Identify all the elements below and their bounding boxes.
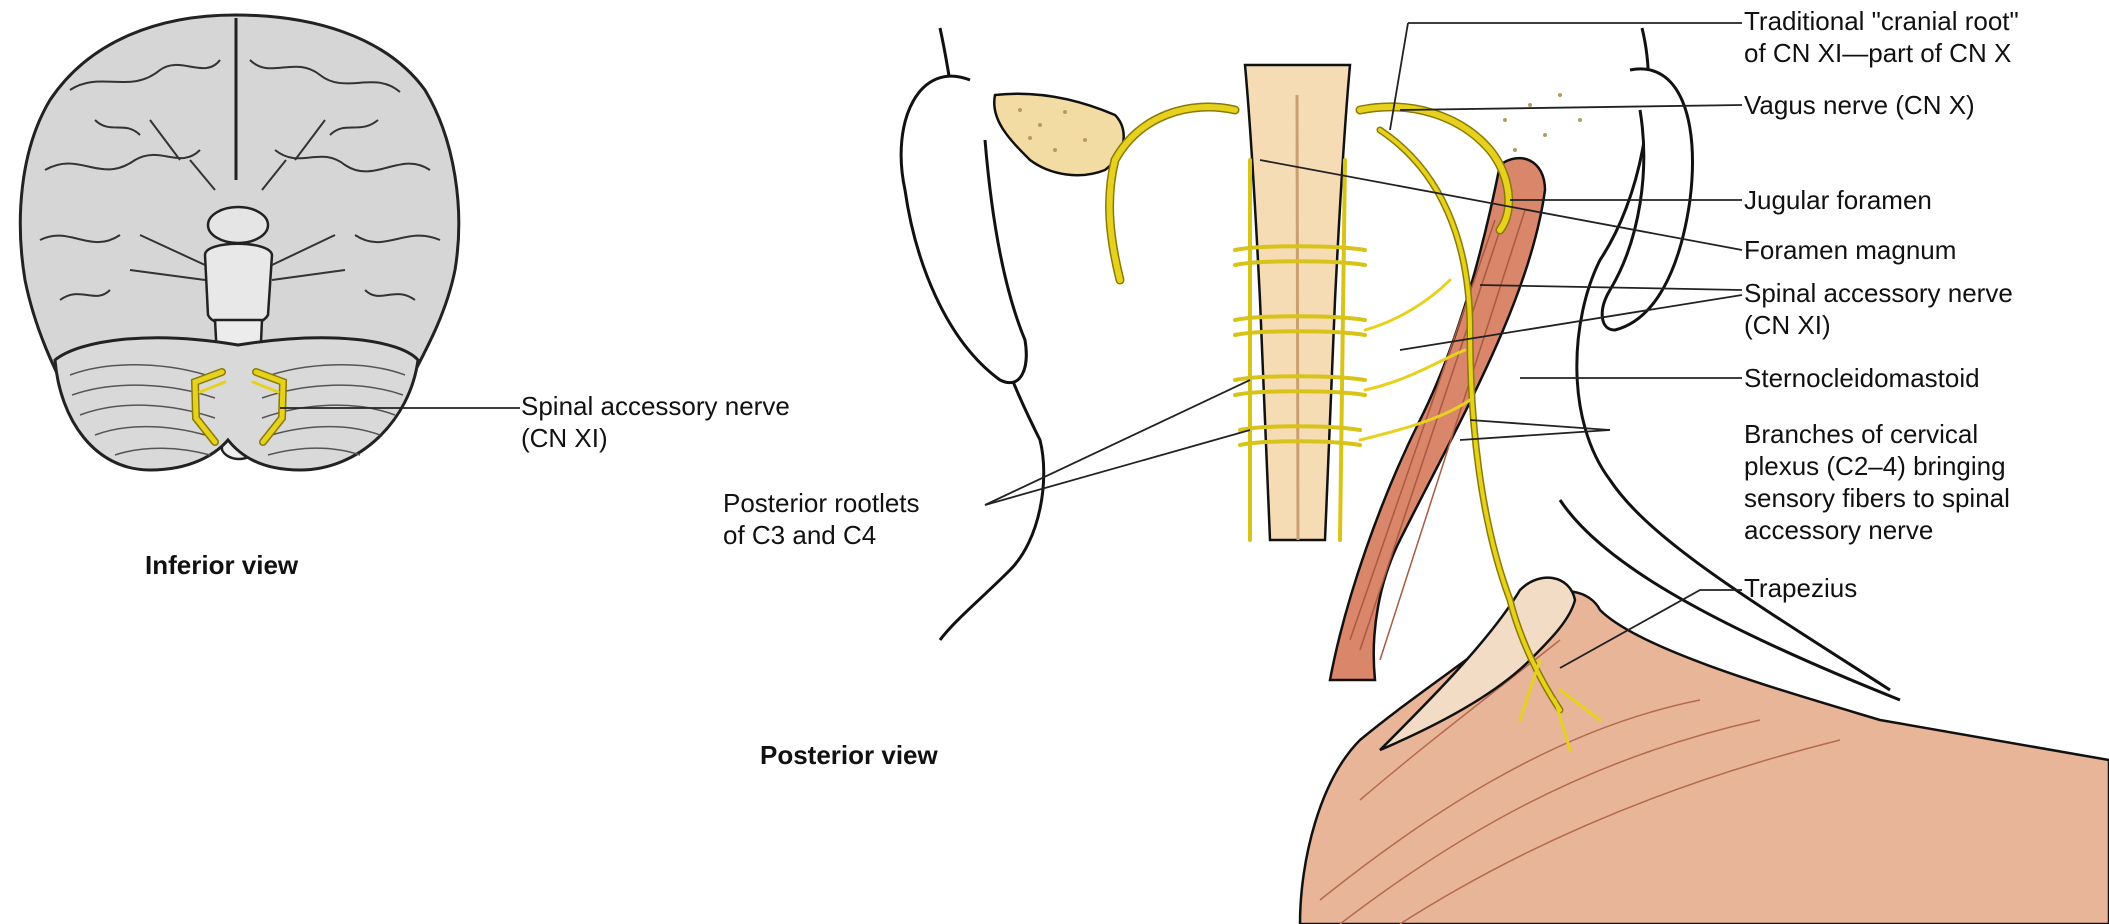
label-line: (CN XI) xyxy=(1744,309,2013,341)
label-line: Foramen magnum xyxy=(1744,234,1956,266)
label-jugular-foramen: Jugular foramen xyxy=(1744,184,1932,216)
label-line: (CN XI) xyxy=(521,422,790,454)
label-traditional-cranial-root: Traditional "cranial root" of CN XI—part… xyxy=(1744,5,2019,69)
brain-inferior-view xyxy=(20,15,458,470)
label-line: of CN XI—part of CN X xyxy=(1744,37,2019,69)
label-line: Trapezius xyxy=(1744,572,1857,604)
label-line: Spinal accessory nerve xyxy=(521,390,790,422)
label-line: Sternocleidomastoid xyxy=(1744,362,1980,394)
label-line: sensory fibers to spinal xyxy=(1744,482,2010,514)
label-line: plexus (C2–4) bringing xyxy=(1744,450,2010,482)
label-trapezius: Trapezius xyxy=(1744,572,1857,604)
label-sternocleidomastoid: Sternocleidomastoid xyxy=(1744,362,1980,394)
label-line: of C3 and C4 xyxy=(723,519,920,551)
occipital-bone-left xyxy=(994,94,1123,176)
trapezius-muscle xyxy=(1300,591,2109,924)
label-line: Jugular foramen xyxy=(1744,184,1932,216)
cerebellum xyxy=(55,338,418,470)
label-line: Posterior rootlets xyxy=(723,487,920,519)
caption-inferior-view: Inferior view xyxy=(145,550,298,581)
label-foramen-magnum: Foramen magnum xyxy=(1744,234,1956,266)
label-line: Spinal accessory nerve xyxy=(1744,277,2013,309)
vagus-nerve xyxy=(1360,107,1509,230)
label-line: Traditional "cranial root" xyxy=(1744,5,2019,37)
label-vagus-nerve: Vagus nerve (CN X) xyxy=(1744,89,1975,121)
label-line: Branches of cervical xyxy=(1744,418,2010,450)
label-posterior-rootlets: Posterior rootlets of C3 and C4 xyxy=(723,487,920,551)
caption-posterior-view: Posterior view xyxy=(760,740,938,771)
label-line: accessory nerve xyxy=(1744,514,2010,546)
label-spinal-accessory-nerve-inferior: Spinal accessory nerve (CN XI) xyxy=(521,390,790,454)
label-line: Vagus nerve (CN X) xyxy=(1744,89,1975,121)
label-cervical-plexus-branches: Branches of cervical plexus (C2–4) bring… xyxy=(1744,418,2010,546)
label-spinal-accessory-nerve-posterior: Spinal accessory nerve (CN XI) xyxy=(1744,277,2013,341)
